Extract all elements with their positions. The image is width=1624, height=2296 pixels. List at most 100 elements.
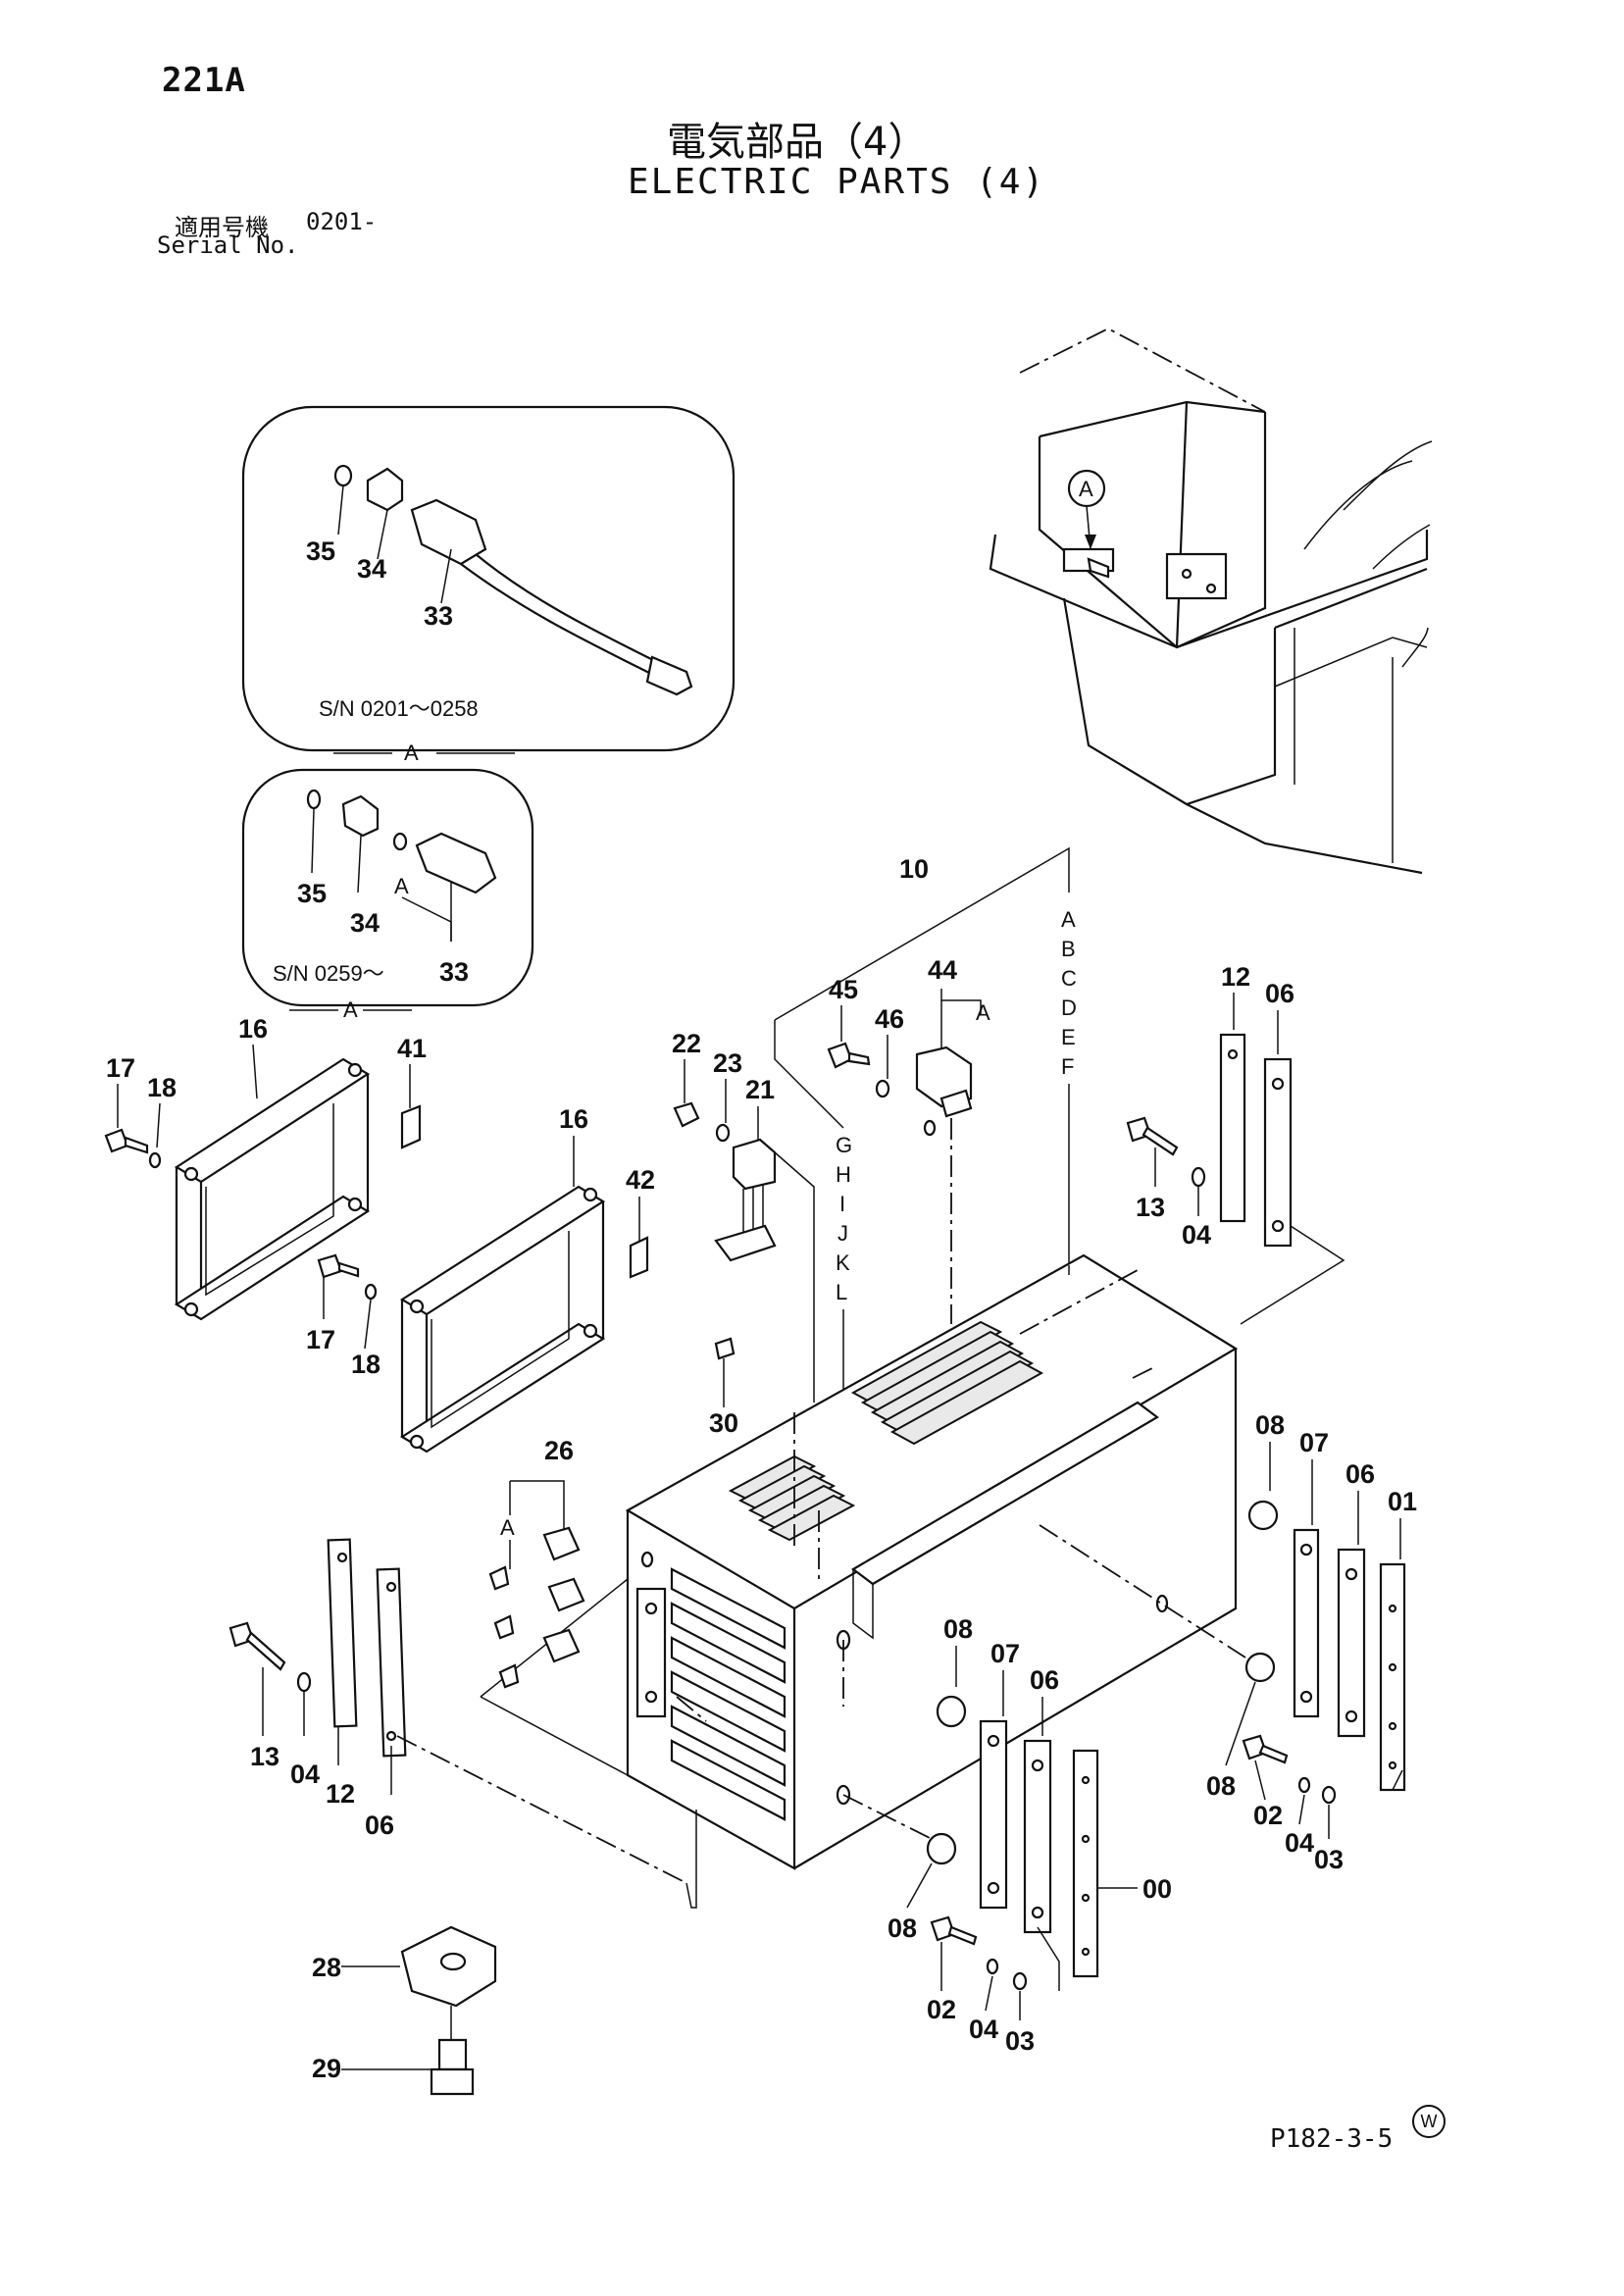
callout-22: 22 xyxy=(672,1029,701,1058)
adapter-icon xyxy=(341,794,380,838)
adapter-icon xyxy=(366,467,404,512)
callout-44: 44 xyxy=(928,955,957,985)
callout-04-front: 04 xyxy=(969,2015,998,2044)
callout-02-front: 02 xyxy=(927,1995,956,2024)
front-bottom-straps: 08 07 06 00 08 02 04 03 xyxy=(888,1614,1172,2056)
group-letter-f: F xyxy=(1061,1054,1074,1079)
callout-30: 30 xyxy=(709,1408,738,1438)
electrical-box xyxy=(625,1253,1246,1870)
callout-23: 23 xyxy=(713,1048,742,1078)
callout-06-upper: 06 xyxy=(1345,1459,1375,1489)
group-letter-h: H xyxy=(836,1162,851,1187)
location-marker-tag: A xyxy=(1079,477,1093,501)
callout-18-lower: 18 xyxy=(351,1350,381,1379)
toggle-switches: 26 A xyxy=(480,1436,629,1776)
page-title-english: ELECTRIC PARTS (4) xyxy=(628,162,1046,202)
switch-knob-icon xyxy=(498,1663,520,1689)
wire-connector-icon xyxy=(732,1138,777,1191)
callout-08-front: 08 xyxy=(943,1614,973,1644)
callout-04-right-lower: 04 xyxy=(1285,1828,1314,1858)
bolt-icon xyxy=(104,1128,129,1153)
switch-knob-icon xyxy=(488,1565,510,1591)
label-plate-icon xyxy=(629,1236,649,1279)
toggle-switch-icon xyxy=(542,1628,581,1663)
group-letter-j: J xyxy=(837,1221,848,1246)
strap-06-icon xyxy=(1023,1739,1052,1934)
toggle-switch-icon xyxy=(547,1577,585,1612)
strap-06-icon xyxy=(1263,1057,1293,1248)
callout-a-late: A xyxy=(394,874,409,898)
callout-21: 21 xyxy=(745,1075,775,1104)
callout-41: 41 xyxy=(397,1034,427,1063)
callout-07-upper: 07 xyxy=(1299,1428,1329,1457)
washer-icon xyxy=(715,1123,731,1143)
callout-29: 29 xyxy=(312,2054,341,2083)
w-mark-icon: W xyxy=(1412,2105,1446,2138)
bolt-icon xyxy=(317,1253,343,1279)
callout-00: 00 xyxy=(1142,1874,1172,1904)
strap-01-icon xyxy=(1379,1562,1406,1792)
inset-frame-early xyxy=(241,405,736,752)
callout-06-right: 06 xyxy=(1265,979,1294,1008)
strap-07-icon xyxy=(1293,1528,1320,1718)
callout-26: 26 xyxy=(544,1436,574,1465)
callout-10: 10 xyxy=(899,854,929,884)
callout-08-right: 08 xyxy=(1206,1771,1236,1801)
inset-serial-range-late: S/N 0259～ xyxy=(273,961,384,986)
washer-icon xyxy=(364,1283,378,1301)
group-letter-l: L xyxy=(836,1280,847,1304)
bracket-plate-icon xyxy=(399,1185,606,1316)
page-title-japanese: 電気部品（4） xyxy=(667,120,928,165)
callout-34-early: 34 xyxy=(357,554,386,584)
callout-17-lower: 17 xyxy=(306,1325,335,1354)
connector-icon xyxy=(645,655,693,696)
o-ring-icon xyxy=(333,464,353,487)
callout-16-lower: 16 xyxy=(559,1104,588,1134)
callout-12-left: 12 xyxy=(326,1779,355,1809)
spacer-icon xyxy=(936,1695,967,1728)
strap-12-icon xyxy=(327,1538,358,1728)
connector-assembly: 22 23 21 30 xyxy=(672,1029,815,1438)
machine-location-view: A xyxy=(989,327,1433,875)
callout-02-right: 02 xyxy=(1253,1801,1283,1830)
bracket-plate-icon xyxy=(174,1057,371,1184)
group-letter-e: E xyxy=(1061,1025,1076,1049)
callout-07-front: 07 xyxy=(990,1639,1020,1668)
screw-icon xyxy=(673,1101,700,1128)
spacer-icon xyxy=(1247,1500,1279,1531)
callout-28: 28 xyxy=(312,1953,341,1982)
left-side-straps: 13 04 12 06 xyxy=(228,1538,697,1909)
callout-08-upper: 08 xyxy=(1255,1410,1285,1440)
relay-bracket xyxy=(1165,552,1228,600)
right-lower-straps: 08 07 06 01 08 02 04 03 xyxy=(1206,1410,1417,1874)
washer-icon xyxy=(986,1958,999,1975)
screw-icon xyxy=(827,1042,853,1069)
washer-icon xyxy=(875,1079,890,1098)
right-upper-straps: 12 06 13 04 xyxy=(1126,962,1345,1325)
callout-06-front: 06 xyxy=(1030,1665,1059,1695)
callout-35-early: 35 xyxy=(306,536,335,566)
strap-12-icon xyxy=(1219,1033,1246,1223)
callout-33-late: 33 xyxy=(439,957,469,987)
o-ring-icon xyxy=(306,789,322,810)
clamp-assembly: 28 29 xyxy=(312,1925,497,2096)
strap-06-icon xyxy=(376,1567,407,1758)
callout-12-right: 12 xyxy=(1221,962,1250,992)
callout-35-late: 35 xyxy=(297,879,327,908)
switch-knob-icon xyxy=(493,1614,515,1640)
callout-42: 42 xyxy=(626,1165,655,1195)
washer-icon xyxy=(1012,1971,1028,1991)
callout-17-upper: 17 xyxy=(106,1053,135,1083)
callout-16-upper: 16 xyxy=(238,1014,268,1044)
spacer-icon xyxy=(1244,1652,1276,1683)
toggle-switch-icon xyxy=(542,1526,581,1561)
strap-06-icon xyxy=(1337,1548,1366,1738)
group-letter-c: C xyxy=(1061,966,1077,991)
callout-26-a: A xyxy=(500,1515,515,1540)
callout-06-left: 06 xyxy=(365,1811,394,1840)
callout-44-a: A xyxy=(976,1000,990,1025)
relay-icon xyxy=(915,1046,973,1108)
inset-tag-late: A xyxy=(343,997,358,1022)
serial-label-japanese: 適用号機 xyxy=(175,214,269,241)
